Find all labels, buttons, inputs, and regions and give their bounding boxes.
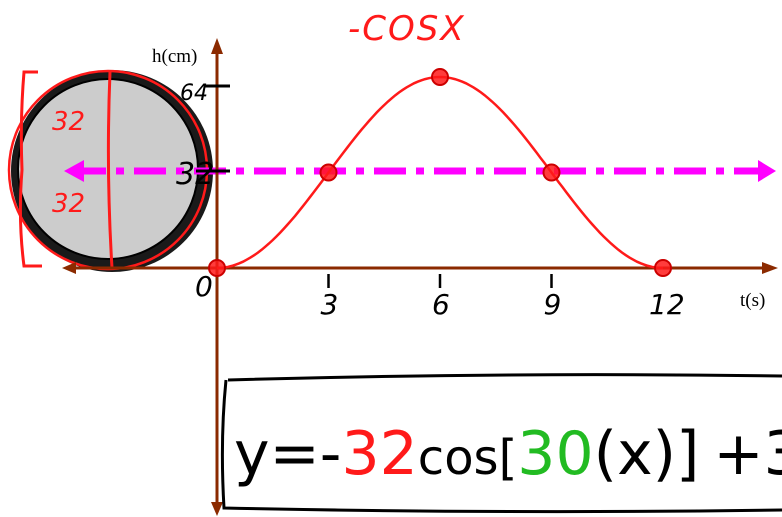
equation-midline: 32 [764, 419, 782, 489]
diameter-brace [18, 70, 42, 268]
equation-period-factor: 30 [517, 419, 593, 489]
x-axis-label: t(s) [740, 290, 765, 311]
y-axis-arrow [211, 38, 223, 54]
x-tick-label: 9 [544, 288, 562, 321]
y-tick-top-label: 64 [180, 81, 208, 106]
sinusoid-curve-group [208, 68, 672, 277]
data-point [654, 259, 672, 277]
x-axis-arrow [762, 262, 778, 274]
equation-arg: (x)] [594, 419, 700, 489]
midline-left-arrow [64, 160, 84, 182]
y-tick-mid-label: 32 [176, 157, 214, 192]
midline [64, 160, 776, 182]
equation-lhs: y=- [234, 419, 341, 489]
x-tick-label: 12 [649, 288, 685, 321]
y-axis-bottom-arrow [211, 502, 223, 516]
data-point [208, 259, 226, 277]
x-axis-left-arrow [62, 262, 76, 274]
x-tick-label: 6 [432, 288, 450, 321]
lower-radius-label: 32 [52, 189, 85, 219]
top-annotation: -COSX [348, 9, 466, 49]
wheel-diameter-line [106, 71, 114, 269]
equation-box: y=-32cos[30(x)]+32 [220, 373, 782, 514]
equation: y=-32cos[30(x)]+32 [234, 419, 782, 489]
data-point [319, 163, 338, 182]
equation-plus: + [713, 419, 763, 489]
equation-cos: cos[ [418, 430, 518, 486]
y-axis-label: h(cm) [152, 46, 197, 67]
x-tick-label: 0 [195, 270, 213, 303]
equation-amplitude: 32 [341, 419, 417, 489]
data-point [542, 163, 561, 182]
midline-right-arrow [758, 160, 776, 182]
x-ticks: 0 3 6 9 12 [195, 270, 685, 321]
x-tick-label: 3 [321, 288, 339, 321]
upper-radius-label: 32 [52, 107, 85, 137]
equation-box-border [220, 373, 782, 514]
data-point [431, 68, 449, 86]
